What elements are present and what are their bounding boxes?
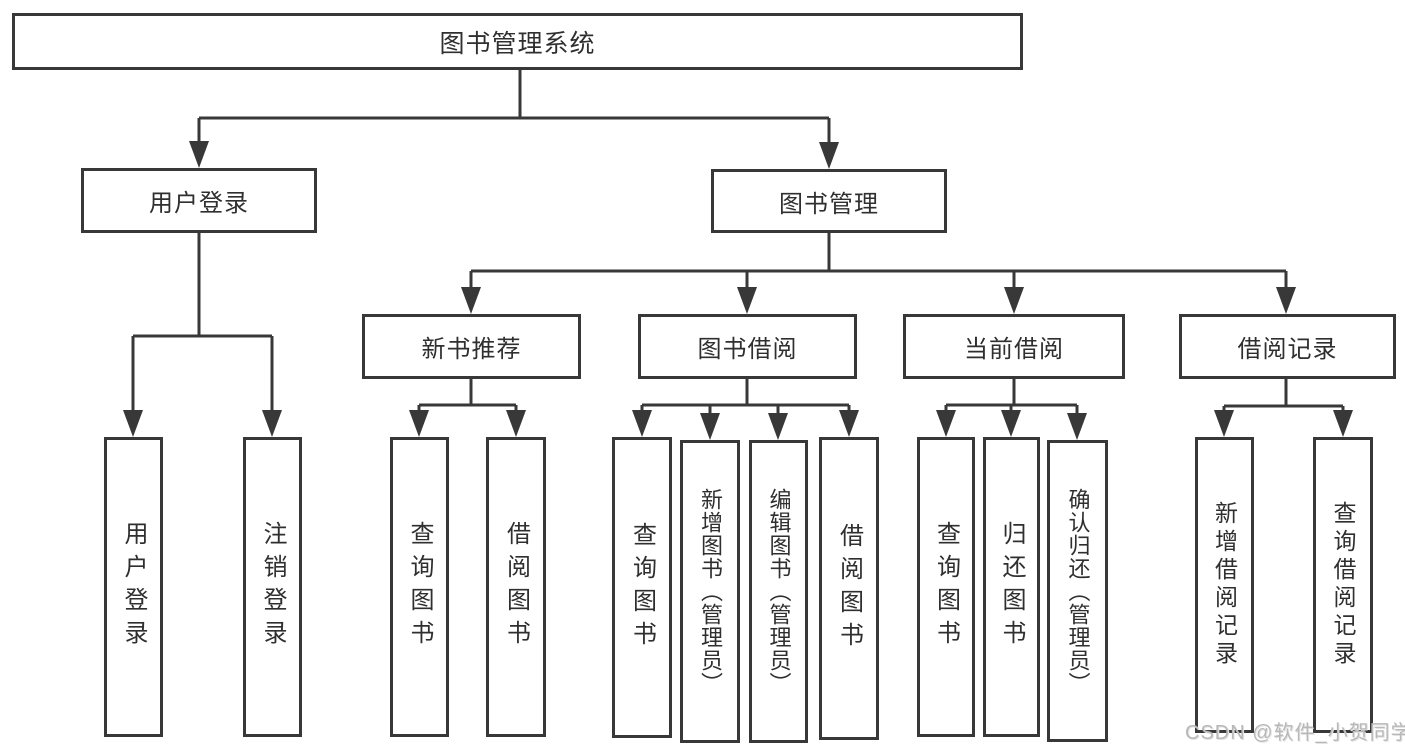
leaf-edit-book-admin: 编辑图书（管理员） [749, 440, 808, 743]
leaf-label: 查询图书 [628, 521, 656, 654]
leaf-label: 查询图书 [932, 521, 960, 653]
leaf-label: 归还图书 [998, 521, 1025, 653]
leaf-query-books-1: 查询图书 [390, 437, 449, 737]
node-book-management: 图书管理 [711, 169, 947, 233]
leaf-label: 查询图书 [406, 521, 433, 653]
leaf-query-borrow-record: 查询借阅记录 [1313, 437, 1373, 733]
leaf-add-book-admin: 新增图书（管理员） [680, 440, 740, 743]
tree-edges [131, 70, 1345, 414]
leaf-label: 编辑图书（管理员） [766, 488, 792, 695]
leaf-query-books-2: 查询图书 [612, 437, 672, 738]
leaf-confirm-return-admin: 确认归还（管理员） [1047, 440, 1108, 742]
node-user-login: 用户登录 [81, 168, 317, 233]
leaf-label: 借阅图书 [502, 521, 530, 653]
leaf-user-login: 用户登录 [104, 437, 163, 737]
leaf-label: 查询借阅记录 [1330, 501, 1356, 669]
arrowheads [123, 141, 1353, 440]
leaf-borrow-books-1: 借阅图书 [486, 437, 546, 737]
leaf-label: 注销登录 [259, 521, 286, 653]
node-borrowing-records: 借阅记录 [1179, 314, 1396, 379]
leaf-query-books-3: 查询图书 [917, 437, 975, 737]
leaf-label: 确认归还（管理员） [1065, 487, 1091, 695]
node-new-book-recommend: 新书推荐 [362, 314, 581, 379]
leaf-label: 借阅图书 [835, 522, 863, 655]
leaf-return-books: 归还图书 [983, 437, 1040, 737]
node-current-borrowing: 当前借阅 [903, 314, 1125, 379]
leaf-label: 用户登录 [120, 521, 147, 653]
leaf-label: 新增借阅记录 [1211, 501, 1238, 669]
leaf-add-borrow-record: 新增借阅记录 [1195, 437, 1254, 733]
leaf-borrow-books-2: 借阅图书 [819, 437, 879, 740]
csdn-watermark: CSDN @软件_小贺同学 [1185, 722, 1405, 744]
node-root-title: 图书管理系统 [12, 13, 1023, 70]
leaf-logout: 注销登录 [243, 437, 302, 737]
node-book-borrowing: 图书借阅 [638, 314, 857, 379]
leaf-label: 新增图书（管理员） [698, 488, 723, 695]
